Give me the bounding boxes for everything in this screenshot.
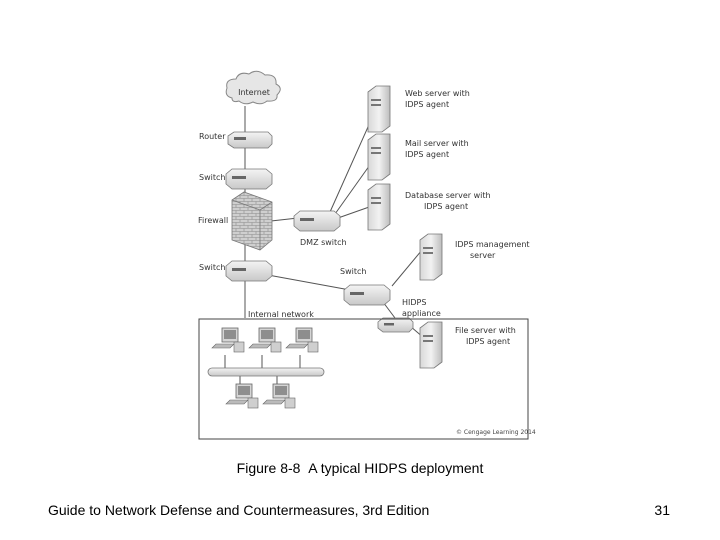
web-server-label-2: IDPS agent: [405, 100, 449, 109]
idps-management-label-1: IDPS management: [455, 240, 530, 249]
file-server-label-1: File server with: [455, 326, 516, 335]
internal-network-label: Internal network: [248, 310, 314, 319]
database-server-label-1: Database server with: [405, 191, 491, 200]
workstation-icon: [248, 327, 282, 353]
switch-top-icon: [225, 168, 273, 190]
idps-management-server-icon: [419, 233, 443, 281]
mail-server-label-2: IDPS agent: [405, 150, 449, 159]
idps-management-label-2: server: [470, 251, 496, 260]
switch-lower-icon: [225, 260, 273, 282]
hidps-appliance-icon: [377, 317, 414, 333]
switch-right-icon: [343, 284, 391, 306]
firewall-label: Firewall: [198, 216, 228, 225]
dmz-switch-icon: [293, 210, 341, 232]
hidps-label-2: appliance: [402, 309, 441, 318]
web-server-label-1: Web server with: [405, 89, 470, 98]
figure-caption: Figure 8-8 A typical HIDPS deployment: [0, 460, 720, 476]
internet-label: Internet: [238, 88, 270, 97]
internal-network-frame: [198, 318, 529, 440]
database-server-icon: [367, 183, 391, 231]
workstation-icon: [211, 327, 245, 353]
mail-server-label-1: Mail server with: [405, 139, 469, 148]
footer-page-number: 31: [654, 502, 670, 518]
copyright-notice: © Cengage Learning 2014: [456, 429, 536, 436]
figure-caption-text: A typical HIDPS deployment: [308, 460, 484, 476]
router-label: Router: [199, 132, 226, 141]
firewall-icon: [231, 191, 273, 251]
file-server-label-2: IDPS agent: [466, 337, 510, 346]
switch-top-label: Switch: [199, 173, 225, 182]
workstation-icon: [285, 327, 319, 353]
internet-cloud-icon: [225, 70, 281, 105]
network-diagram: Internet Router Switch Firewall DMZ swit…: [198, 70, 536, 440]
switch-lower-label: Switch: [199, 263, 225, 272]
database-server-label-2: IDPS agent: [424, 202, 468, 211]
web-server-icon: [367, 85, 391, 133]
hidps-label-1: HIDPS: [402, 298, 426, 307]
workstation-icon: [225, 383, 259, 409]
dmz-switch-label: DMZ switch: [300, 238, 347, 247]
footer-book-title: Guide to Network Defense and Countermeas…: [48, 502, 430, 518]
network-bus: [207, 367, 325, 377]
router-icon: [227, 131, 273, 149]
mail-server-icon: [367, 133, 391, 181]
file-server-icon: [419, 321, 443, 369]
figure-number: Figure 8-8: [236, 460, 301, 476]
workstation-icon: [262, 383, 296, 409]
switch-right-label: Switch: [340, 267, 366, 276]
